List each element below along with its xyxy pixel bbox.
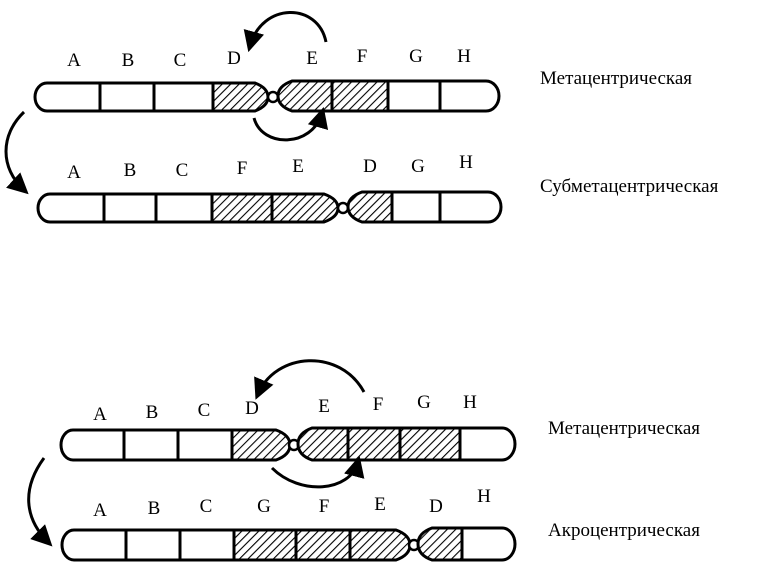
letter: G (257, 496, 271, 517)
letter: H (477, 486, 491, 507)
panel-2-original-letters: A B C D E F G H (93, 392, 477, 425)
inversion-arrow-top (254, 359, 366, 400)
letter: B (148, 498, 161, 519)
chromosome-metacentric-2 (59, 426, 517, 462)
inversion-arrow-top (243, 11, 328, 53)
panel-2-result-letters: A B C G F E D H (93, 486, 491, 521)
letter: G (411, 156, 425, 177)
letter: F (237, 158, 248, 179)
caption-original: Метацентрическая (540, 68, 692, 89)
letter: A (93, 404, 107, 425)
letter: B (122, 50, 135, 71)
transition-arrow (4, 110, 29, 195)
letter: B (124, 160, 137, 181)
chromosome-submetacentric (36, 190, 503, 224)
letter: E (292, 156, 304, 177)
letter: D (245, 398, 259, 419)
letter: A (67, 50, 81, 71)
letter: G (417, 392, 431, 413)
panel-1-original-letters: A B C D E F G H (67, 46, 471, 71)
caption-result: Акроцентрическая (548, 520, 700, 541)
letter: D (227, 48, 241, 69)
letter: A (67, 162, 81, 183)
letter: F (319, 496, 330, 517)
caption-original: Метацентрическая (548, 418, 700, 439)
letter: C (176, 160, 189, 181)
panel-1-result-letters: A B C F E D G H (67, 152, 473, 183)
letter: F (373, 394, 384, 415)
letter: D (429, 496, 443, 517)
letter: A (93, 500, 107, 521)
letter: H (457, 46, 471, 67)
panel-1: A B C D E F G H Метацентрическая (4, 11, 719, 224)
transition-arrow (27, 457, 53, 547)
letter: F (357, 46, 368, 67)
letter: H (459, 152, 473, 173)
panel-2: A B C D E F G H Метацентрическая A B (27, 359, 700, 562)
letter: G (409, 46, 423, 67)
chromosome-metacentric-1 (33, 79, 501, 113)
letter: E (318, 396, 330, 417)
letter: B (146, 402, 159, 423)
letter: E (306, 48, 318, 69)
letter: C (198, 400, 211, 421)
inversion-arrow-bottom (252, 106, 329, 142)
letter: E (374, 494, 386, 515)
letter: C (200, 496, 213, 517)
inversion-arrow-bottom (270, 455, 365, 489)
chromosome-acrocentric (60, 526, 517, 562)
letter: H (463, 392, 477, 413)
caption-result: Субметацентрическая (540, 176, 719, 197)
letter: D (363, 156, 377, 177)
letter: C (174, 50, 187, 71)
